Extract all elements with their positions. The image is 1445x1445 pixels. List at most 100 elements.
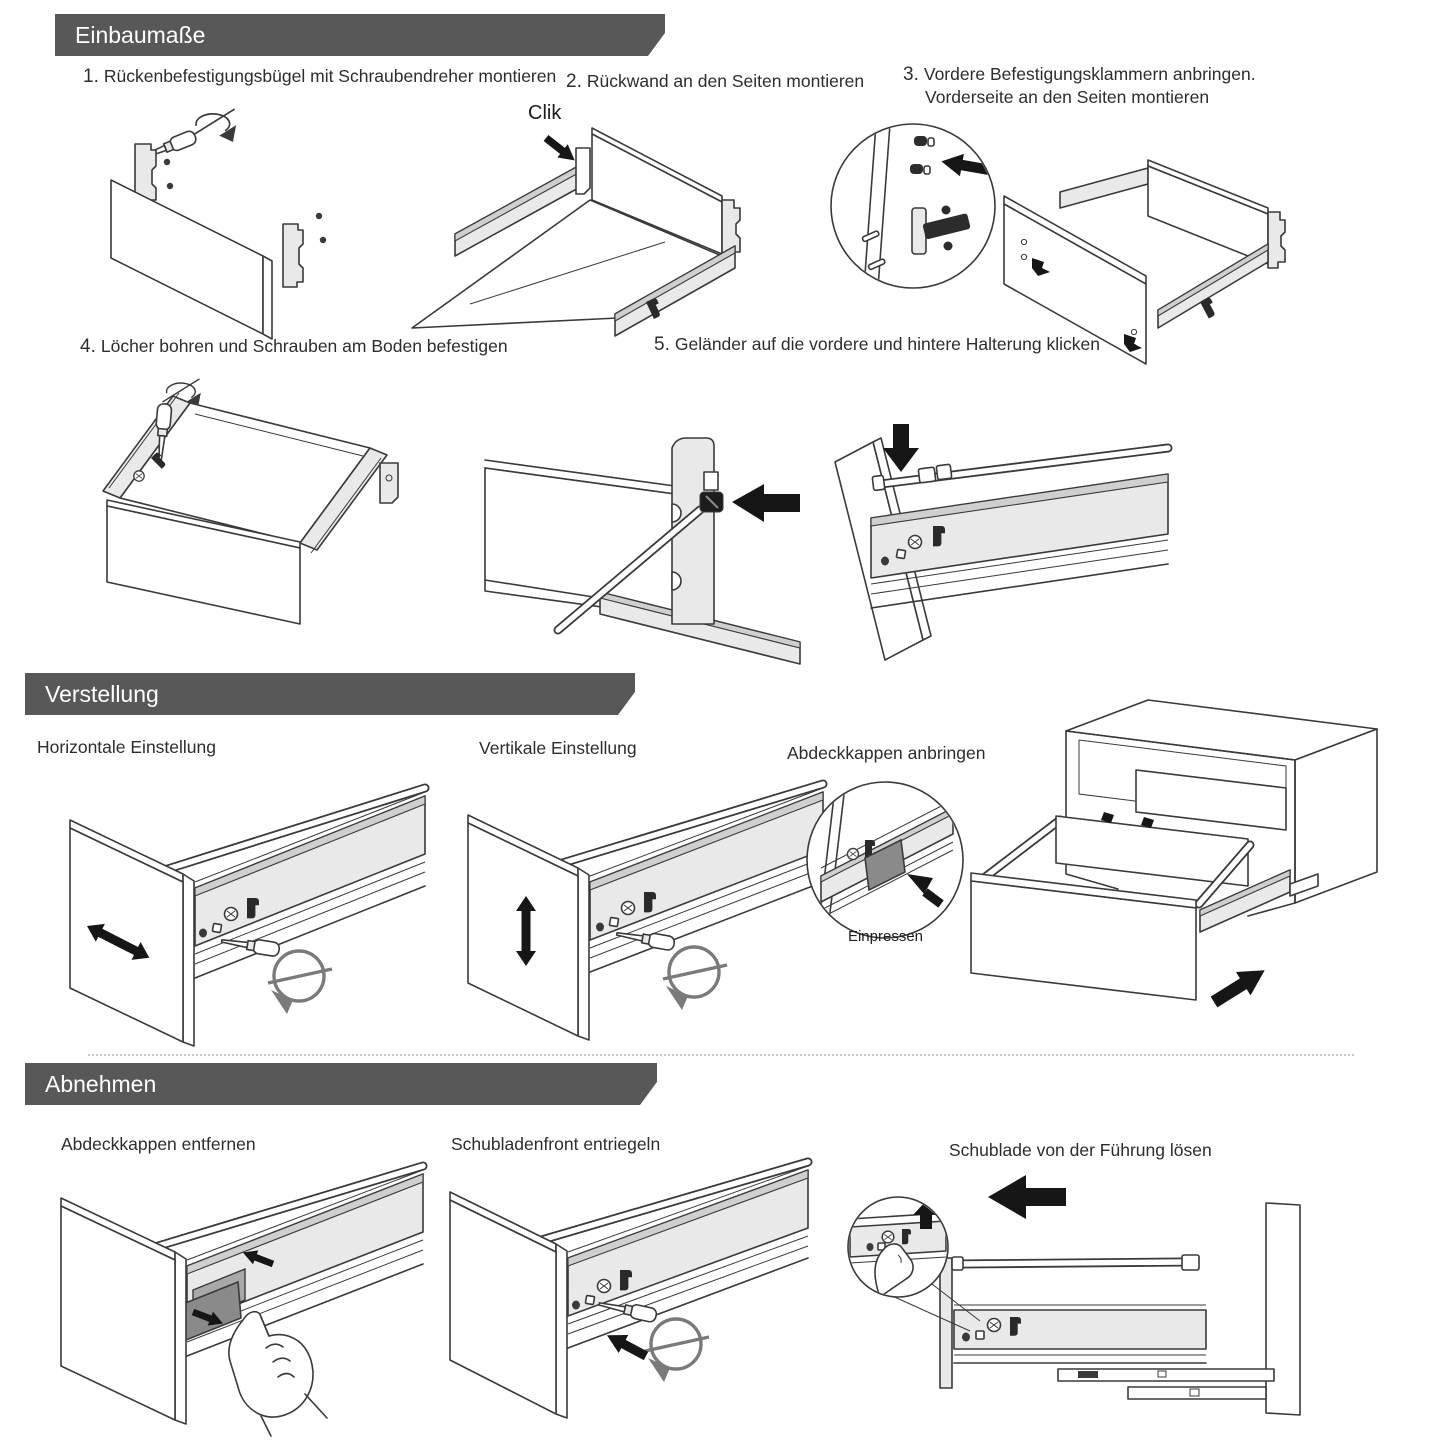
rear-panel xyxy=(110,179,264,335)
screwdriver-icon xyxy=(219,933,281,958)
section-banner-verstellung: Verstellung xyxy=(25,673,635,715)
caption-abdeckkappen-entfernen: Abdeckkappen entfernen xyxy=(61,1134,256,1154)
mounting-clamp-icon xyxy=(911,205,971,255)
side-rail xyxy=(589,791,824,941)
illustration-horizontal-adjust xyxy=(69,783,430,1047)
illustration-rod-rear xyxy=(834,424,1173,661)
rotation-symbol-icon xyxy=(267,949,333,1014)
down-arrow-icon xyxy=(883,424,919,472)
step-caption-4: 4. Löcher bohren und Schrauben am Boden … xyxy=(80,336,508,357)
illustration-back-wall xyxy=(411,127,741,337)
illustration-remove-caps xyxy=(60,1161,428,1437)
side-rail xyxy=(849,1220,947,1258)
finger-icon xyxy=(874,1243,914,1296)
figure-step3-front-clamps xyxy=(828,96,1298,376)
figure-step2-back-wall: Clik xyxy=(400,96,830,346)
side-rail-left xyxy=(1059,167,1149,209)
push-arrow-icon xyxy=(1206,958,1273,1014)
illustration-einpressen xyxy=(806,781,964,939)
slot xyxy=(867,258,886,271)
step-caption-2: 2. Rückwand an den Seiten montieren xyxy=(566,71,865,92)
clik-arrow-icon xyxy=(540,131,580,168)
screw-head-icon xyxy=(133,470,145,482)
side-rail xyxy=(194,795,426,947)
section-banner-einbaumasse: Einbaumaße xyxy=(55,14,665,56)
step-caption-3: 3. Vordere Befestigungsklammern anbringe… xyxy=(903,64,1256,85)
screwdriver-icon xyxy=(614,926,677,952)
step-caption-3-line2: Vorderseite an den Seiten montieren xyxy=(925,87,1210,107)
illustration-release-drawer xyxy=(847,1175,1301,1416)
caption-vertikal: Vertikale Einstellung xyxy=(479,738,637,758)
rod-end-block xyxy=(1181,1254,1200,1271)
screw-icon xyxy=(315,212,323,220)
holder-notch xyxy=(703,471,719,491)
rotation-symbol-icon xyxy=(644,1317,710,1382)
rod-clip-icon xyxy=(699,491,724,513)
clik-label: Clik xyxy=(528,102,562,124)
figure-remove-caps xyxy=(33,1158,428,1443)
front-panel xyxy=(60,1205,176,1421)
front-post xyxy=(939,1257,953,1389)
figure-step1-rear-brackets xyxy=(95,98,485,343)
slide-rail xyxy=(1127,1386,1267,1400)
bracket-icon xyxy=(1267,211,1286,269)
illustration-rod-front xyxy=(484,437,801,665)
caption-front-entriegeln: Schubladenfront entriegeln xyxy=(451,1134,661,1154)
front-panel xyxy=(970,880,1197,1001)
screw-icon xyxy=(319,236,327,244)
screw-head-icon xyxy=(846,847,860,861)
rear-bracket xyxy=(379,462,399,504)
step-caption-5: 5. Geländer auf die vordere und hintere … xyxy=(654,334,1100,355)
caption-abdeckkappen-anbringen: Abdeckkappen anbringen xyxy=(787,743,986,763)
rotation-symbol-icon xyxy=(662,945,728,1010)
slide-rail xyxy=(1289,873,1319,897)
black-arrow-icon xyxy=(732,484,800,522)
front-panel xyxy=(1003,203,1147,365)
screw-head-icon xyxy=(223,906,239,922)
screw-icon xyxy=(910,164,931,175)
illustration-front-clamps xyxy=(830,123,1286,365)
slot xyxy=(861,230,880,243)
hand-icon xyxy=(228,1310,328,1437)
front-panel xyxy=(449,1199,557,1415)
front-panel xyxy=(106,505,301,625)
caption-horizontal: Horizontale Einstellung xyxy=(37,737,216,757)
back-wall xyxy=(1147,165,1269,265)
cabinet-interior-panel xyxy=(1135,769,1287,831)
illustration-vertical-adjust xyxy=(467,779,828,1041)
screw-head-icon xyxy=(986,1317,1002,1333)
screw-head-icon xyxy=(881,1230,895,1244)
section-banner-abnehmen: Abnehmen xyxy=(25,1063,657,1105)
illustration-unlock-front xyxy=(449,1157,813,1419)
bracket-icon xyxy=(282,223,304,288)
figure-step5-rod-front xyxy=(480,412,801,665)
drawer-back-wall xyxy=(1055,815,1249,887)
illustration-cabinet xyxy=(970,699,1378,1014)
illustration-rear-brackets xyxy=(110,108,327,340)
screw-head-icon xyxy=(596,1278,612,1294)
step-caption-1: 1. Rückenbefestigungsbügel mit Schrauben… xyxy=(83,66,557,87)
figure-step5-rod-rear xyxy=(823,418,1173,663)
screw-icon xyxy=(163,158,171,166)
caption-fuehrung-loesen: Schublade von der Führung lösen xyxy=(949,1140,1212,1160)
cabinet-panel xyxy=(1265,1202,1301,1416)
screw-icon xyxy=(166,182,174,190)
front-panel xyxy=(69,827,184,1043)
figure-release-drawer xyxy=(828,1163,1445,1445)
screw-head-icon xyxy=(620,900,636,916)
latch-icon xyxy=(1124,334,1142,352)
section-title: Verstellung xyxy=(45,681,159,707)
figure-unlock-front xyxy=(428,1157,813,1443)
figure-horizontal-adjust xyxy=(35,778,430,1068)
pull-arrow-icon xyxy=(988,1175,1066,1219)
rod-connector xyxy=(917,466,937,484)
rotation-arrow-icon xyxy=(191,108,237,143)
figure-step4-drill-bottom xyxy=(95,378,415,638)
latch-icon xyxy=(1032,258,1050,276)
rear-hook xyxy=(575,147,591,195)
side-rail xyxy=(567,1169,809,1317)
rod-connector xyxy=(935,463,953,481)
figure-cabinet-drawer xyxy=(956,698,1445,1048)
detail-circle xyxy=(830,123,996,289)
